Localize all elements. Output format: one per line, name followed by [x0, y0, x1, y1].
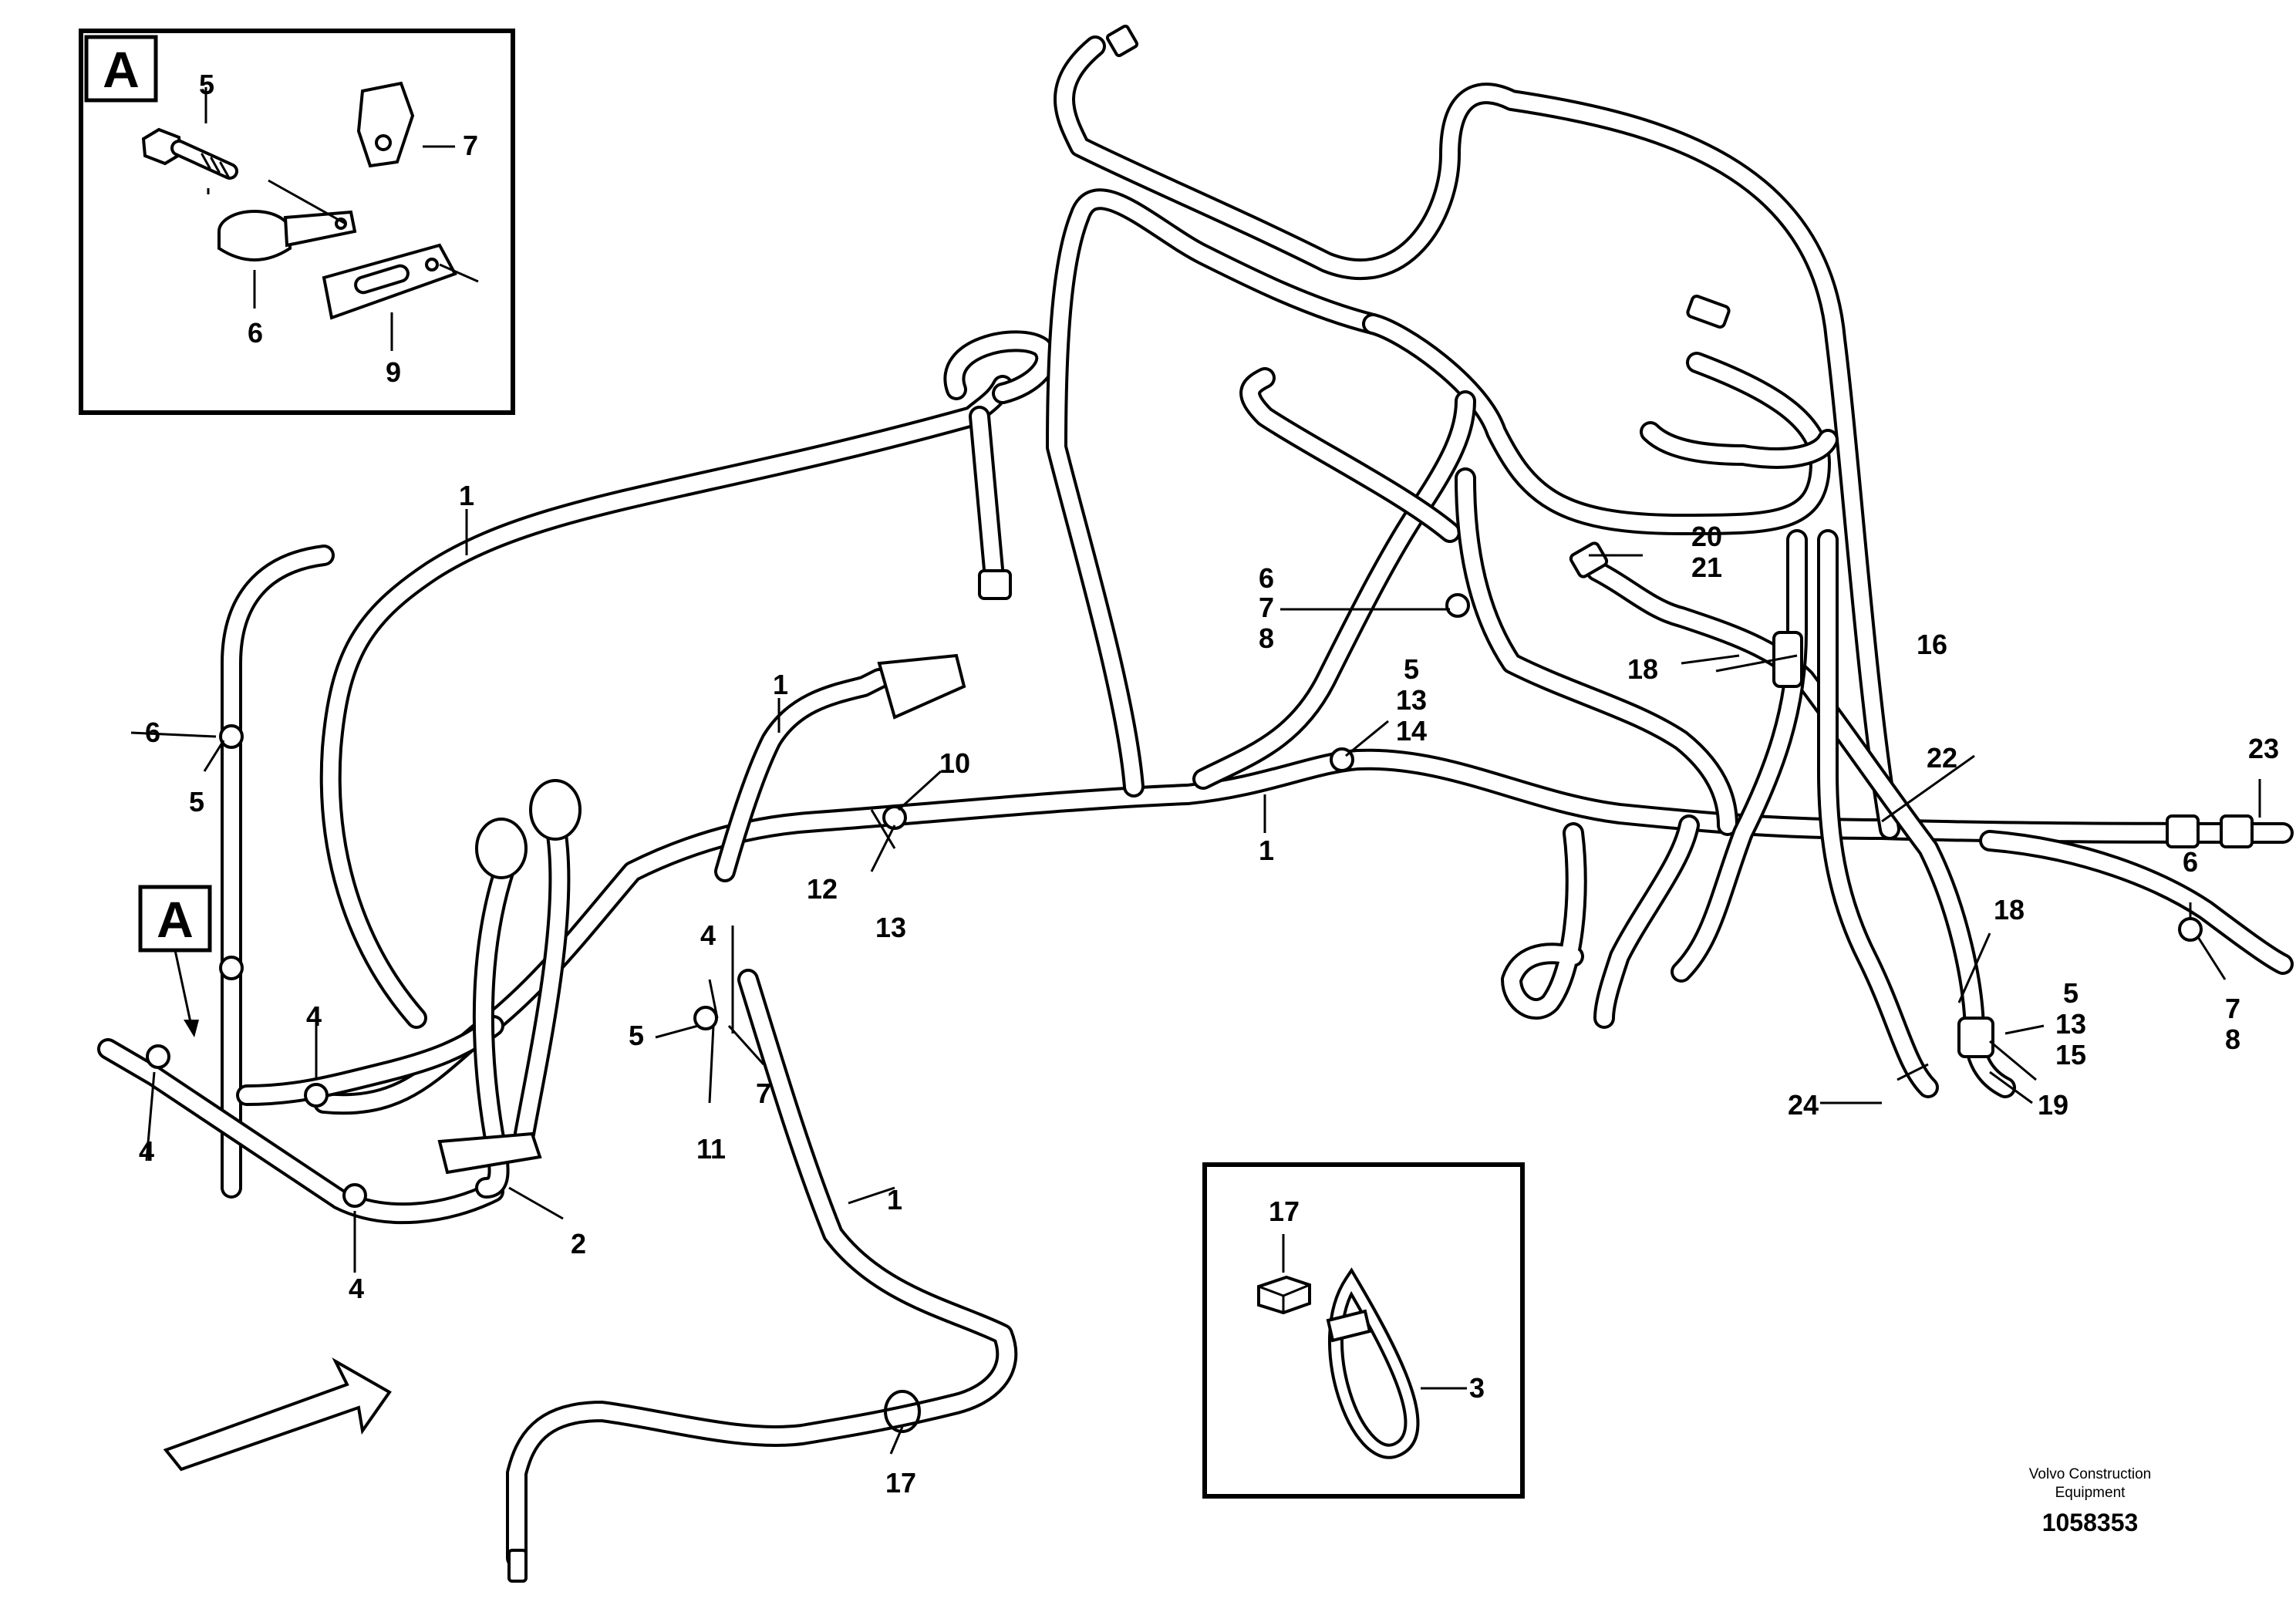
callout-10: 10 [939, 747, 970, 779]
cable-tie-part [1326, 1267, 1420, 1459]
clamp-center-left [693, 1006, 718, 1030]
hose-bracket [437, 1131, 542, 1175]
view-a-tag [138, 885, 212, 953]
callout-18-upper: 18 [1627, 653, 1658, 685]
callout-20: 20 [1691, 521, 1722, 552]
callout-4-bottom: 4 [349, 1273, 364, 1304]
callout-17-inset: 17 [1269, 1195, 1300, 1227]
callout-8-mid: 8 [1259, 622, 1274, 654]
clamp-right [2178, 917, 2203, 942]
callout-6-left: 6 [145, 717, 160, 748]
callout-5-trunk: 5 [1404, 653, 1419, 685]
hose-end-left [475, 818, 528, 879]
callout-22: 22 [1927, 742, 1957, 774]
callout-12: 12 [807, 873, 838, 905]
cable-tie-inset: 17 3 [1202, 1162, 1525, 1499]
clamp-10 [882, 805, 907, 830]
callout-18-lower: 18 [1994, 894, 2025, 926]
plate-part [322, 243, 457, 320]
callout-9-inset: 9 [386, 356, 401, 388]
company-name-line1: Volvo Construction [2029, 1466, 2151, 1482]
callout-13-trunk: 13 [1396, 684, 1427, 716]
view-a-leader [174, 949, 193, 1027]
clamp-left-bottom [146, 1044, 170, 1069]
long-lower-branch-wire [506, 969, 1018, 1569]
callout-7-right: 7 [2225, 993, 2240, 1024]
callout-15: 15 [2055, 1039, 2086, 1071]
callout-17-main: 17 [885, 1467, 916, 1499]
top-connector [1105, 24, 1139, 58]
far-right-branch-wire [1979, 830, 2294, 975]
connector-20-21 [1569, 541, 1609, 578]
hose-end-right [529, 779, 582, 841]
callout-6-inset: 6 [248, 317, 263, 349]
callout-7-mid: 7 [1259, 592, 1274, 623]
drawing-number: 1058353 [2042, 1509, 2139, 1536]
connector-19 [1957, 1017, 1994, 1058]
callout-4-left-loop: 4 [306, 1000, 322, 1032]
main-callouts: 1 1 1 1 2 4 4 4 4 5 5 5 5 6 6 6 7 7 7 8 … [139, 480, 2279, 1499]
callout-leaders [130, 509, 2261, 1455]
detail-a-tag [84, 35, 158, 103]
right-connector-a [2166, 814, 2200, 848]
cable-tie-ring [884, 1390, 921, 1433]
callout-2: 2 [571, 1228, 586, 1259]
direction-arrow [163, 1357, 392, 1472]
tie-mount-part [1257, 1275, 1311, 1315]
callout-3: 3 [1469, 1372, 1485, 1404]
callout-6-right: 6 [2183, 846, 2198, 878]
main-harness: A [97, 24, 2294, 1583]
detail-a-tag-label: A [103, 41, 140, 98]
company-name-line2: Equipment [2055, 1485, 2126, 1501]
callout-1-lower: 1 [887, 1184, 902, 1216]
view-a-arrowhead [184, 1020, 199, 1037]
callout-19: 19 [2038, 1089, 2068, 1121]
callout-23: 23 [2248, 733, 2279, 764]
clamp-left-lower [219, 956, 244, 980]
callout-7-center: 7 [756, 1077, 771, 1109]
callout-1-upper-left: 1 [459, 480, 474, 511]
callout-11: 11 [696, 1133, 726, 1165]
upper-connector-block [877, 653, 966, 720]
callout-16: 16 [1917, 629, 1947, 660]
view-a-tag-label: A [157, 891, 194, 948]
callout-1-trunk: 1 [1259, 835, 1274, 866]
callout-14: 14 [1396, 715, 1427, 747]
detail-a-inset: A 5 7 6 9 [79, 29, 515, 415]
callout-6-mid: 6 [1259, 562, 1274, 594]
clamp-bottom [342, 1183, 367, 1208]
callout-5-right: 5 [2063, 977, 2079, 1009]
footer: Volvo Construction Equipment 1058353 [2029, 1466, 2151, 1536]
clamp-6-7-8 [1445, 593, 1470, 618]
callout-13-right: 13 [2055, 1008, 2086, 1040]
callout-1-upper-connector: 1 [773, 669, 788, 700]
callout-13-left: 13 [875, 912, 906, 943]
clip-part [356, 81, 415, 168]
callout-5-center: 5 [629, 1020, 644, 1051]
sensor-connector [978, 569, 1012, 600]
clamp-lower-loop [304, 1083, 329, 1108]
right-connector-b [2220, 814, 2254, 848]
callout-4-left-bottom: 4 [139, 1135, 154, 1167]
callout-5-inset: 5 [199, 69, 214, 100]
callout-4-center: 4 [700, 919, 716, 951]
callout-5-left: 5 [189, 786, 204, 818]
callout-21: 21 [1691, 551, 1722, 583]
callout-7-inset: 7 [463, 130, 478, 161]
callout-8-right: 8 [2225, 1023, 2240, 1055]
long-branch-terminal [507, 1549, 528, 1583]
bolt-part [141, 127, 238, 180]
clamp-left-upper [219, 724, 244, 749]
upper-right-connector [1686, 294, 1731, 329]
top-long-branch-wire [1054, 35, 1900, 840]
callout-24: 24 [1788, 1089, 1819, 1121]
